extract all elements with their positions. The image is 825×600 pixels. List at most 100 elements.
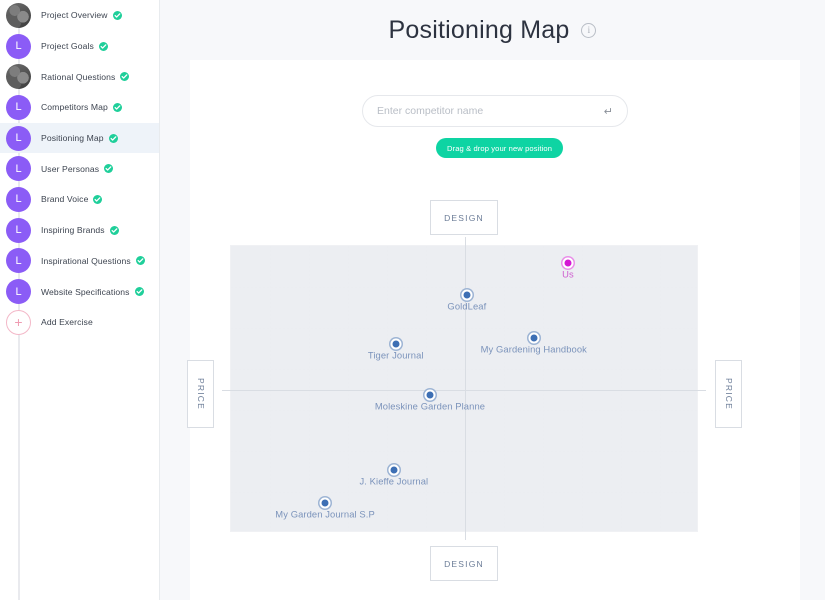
axis-label-right-text: PRICE [723,378,734,410]
sidebar-item-project-goals[interactable]: L Project Goals [0,31,159,62]
point-marker[interactable] [388,464,400,476]
sidebar-item-inspirational-questions[interactable]: L Inspirational Questions [0,246,159,277]
check-icon [112,10,122,20]
axis-label-left: PRICE [187,360,214,428]
sidebar-item-add-exercise[interactable]: + Add Exercise [0,307,159,338]
check-icon [134,287,144,297]
point-marker[interactable] [390,338,402,350]
avatar [6,64,31,90]
check-icon [109,225,119,235]
competitor-search: ↵ [362,95,628,127]
point-marker[interactable] [424,389,436,401]
grid-line-vertical [270,246,271,531]
point-label: My Garden Journal S.P [275,508,375,520]
map-point-my-garden-journal-s-p[interactable]: My Garden Journal S.P [275,497,375,519]
avatar-initial: L [6,33,31,59]
enter-return-icon[interactable]: ↵ [603,105,613,118]
grid-line-vertical [543,246,544,531]
axis-label-bottom: DESIGN [430,546,498,581]
avatar-initial: L [6,248,31,274]
check-icon [112,102,122,112]
axis-label-left-text: PRICE [195,378,206,410]
map-point-us[interactable]: Us [562,257,574,280]
check-icon [104,164,114,174]
sidebar-item-competitors-map[interactable]: L Competitors Map [0,92,159,123]
avatar-initial: L [6,94,31,120]
page-header: Positioning Map i [160,0,825,60]
sidebar-item-brand-voice[interactable]: L Brand Voice [0,184,159,215]
sidebar-item-inspiring-brands[interactable]: L Inspiring Brands [0,215,159,246]
map-point-j-kieffe-journal[interactable]: J. Kieffe Journal [359,464,428,486]
info-icon[interactable]: i [581,22,597,38]
point-marker[interactable] [319,497,331,509]
sidebar-item-label: Competitors Map [41,102,108,113]
grid-line-horizontal [231,287,697,288]
grid-line-vertical [621,246,622,531]
point-label: GoldLeaf [447,300,487,312]
grid-line-vertical [504,246,505,531]
sidebar-item-label: Brand Voice [41,194,89,205]
avatar-initial: L [6,125,31,151]
avatar-initial: L [6,217,31,243]
point-marker[interactable] [528,332,540,344]
drag-drop-position-button[interactable]: Drag & drop your new position [436,138,564,158]
map-point-my-gardening-handbook[interactable]: My Gardening Handbook [481,332,587,354]
map-point-goldleaf[interactable]: GoldLeaf [447,289,486,311]
grid-line-vertical [387,246,388,531]
point-marker[interactable] [461,289,473,301]
grid-line-vertical [309,246,310,531]
sidebar-item-label: Inspiring Brands [41,225,105,236]
plus-icon: + [6,309,31,335]
positioning-card: ↵ Drag & drop your new position DESIGN D… [187,60,800,600]
sidebar-item-positioning-map[interactable]: L Positioning Map [0,122,159,154]
grid-line-horizontal [231,369,697,370]
grid-line-vertical [660,246,661,531]
main-content: Positioning Map i ↵ Drag & drop your new… [160,0,825,600]
page-title: Positioning Map [388,15,570,44]
check-icon [93,194,103,204]
avatar-initial: L [6,186,31,212]
check-icon [120,72,130,82]
point-label: My Gardening Handbook [480,343,587,355]
sidebar-item-label: Add Exercise [41,317,93,328]
map-point-tiger-journal[interactable]: Tiger Journal [368,338,423,360]
axis-horizontal [222,390,706,391]
sidebar-item-project-overview[interactable]: Project Overview [0,0,159,31]
search-box[interactable]: ↵ [362,95,628,127]
map-point-moleskine-garden-planne[interactable]: Moleskine Garden Planne [375,389,485,412]
sidebar-item-rational-questions[interactable]: Rational Questions [0,61,159,92]
point-label: Moleskine Garden Planne [374,400,485,412]
grid-line-horizontal [231,410,697,411]
axis-vertical [465,237,466,540]
grid-line-vertical [348,246,349,531]
point-marker[interactable] [562,257,574,269]
sidebar-item-label: Inspirational Questions [41,255,131,266]
sidebar-item-label: Website Specifications [41,286,130,297]
grid-line-horizontal [231,451,697,452]
point-label: J. Kieffe Journal [359,475,429,487]
check-icon [108,133,118,143]
grid-line-horizontal [231,492,697,493]
grid-line-horizontal [231,328,697,329]
check-icon [98,41,108,51]
check-icon [135,256,145,266]
search-input[interactable] [377,105,604,117]
sidebar-item-label: Positioning Map [41,133,104,144]
axis-label-right: PRICE [715,360,742,428]
grid-line-vertical [582,246,583,531]
point-label: Us [562,268,574,280]
axis-label-top: DESIGN [430,200,498,235]
sidebar-item-label: User Personas [41,163,100,174]
sidebar-item-label: Project Goals [41,41,94,52]
sidebar-item-website-specifications[interactable]: L Website Specifications [0,276,159,307]
avatar-initial: L [6,279,31,305]
grid-line-vertical [426,246,427,531]
sidebar-item-label: Project Overview [41,10,108,21]
avatar [6,2,31,28]
